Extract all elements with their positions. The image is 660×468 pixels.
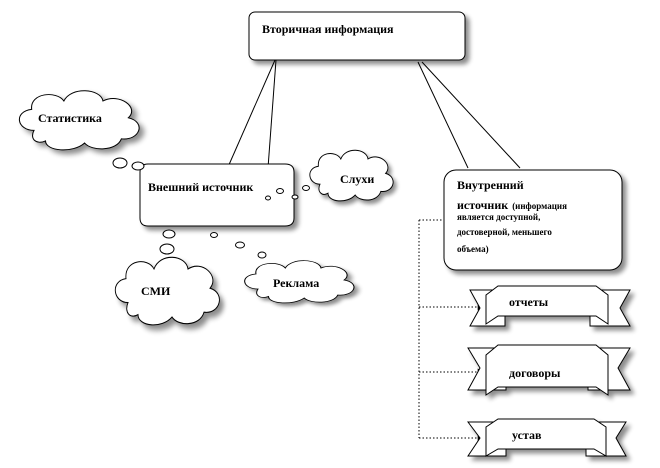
root-box	[248, 11, 466, 61]
ribbon-charter	[467, 418, 627, 457]
internal-source-note-line-3: объема)	[457, 244, 489, 254]
ribbon-contracts	[467, 344, 631, 396]
internal-source-note-start: (информация	[512, 201, 567, 211]
document-tree	[418, 219, 485, 442]
connector-root-to-external-right	[267, 59, 277, 169]
cloud-advertising-label: Реклама	[273, 276, 320, 290]
connector-root-to-internal-left	[417, 61, 469, 169]
internal-source-title: Внутренний	[457, 178, 524, 192]
external-source-shape	[139, 163, 295, 227]
document-charter-label: устав	[512, 428, 542, 442]
internal-source-subtitle: источник	[457, 198, 509, 212]
cloud-statistics-label: Статистика	[38, 111, 102, 125]
document-contracts-label: договоры	[509, 366, 561, 380]
ribbon-reports	[469, 285, 631, 327]
internal-source-subtitle-line: источник (информация	[457, 196, 567, 214]
connector-root-to-external-left	[227, 59, 276, 168]
connector-root-to-internal-right	[421, 61, 521, 169]
external-source-label: Внешний источник	[148, 180, 254, 194]
cloud-media-label: СМИ	[141, 284, 171, 298]
cloud-rumors-label: Слухи	[340, 172, 375, 186]
root-label: Вторичная информация	[262, 22, 394, 36]
internal-source-note-line-2: достоверной, меньшего	[457, 227, 552, 237]
document-reports-label: отчеты	[509, 295, 549, 309]
internal-source-note-line-1: является доступной,	[457, 212, 541, 222]
thought-bubbles	[112, 157, 310, 259]
root-connectors	[227, 59, 521, 169]
